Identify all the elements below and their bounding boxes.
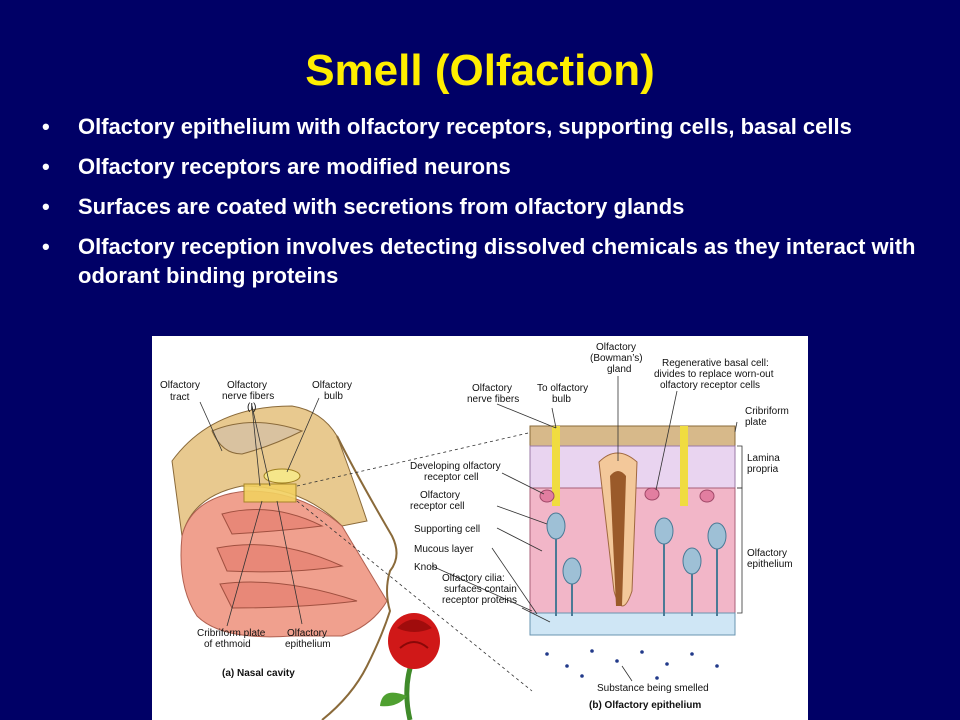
bullet-item: Olfactory receptors are modified neurons [40, 152, 920, 181]
svg-text:Olfactory cilia:: Olfactory cilia: [442, 573, 505, 584]
label-olfactory-cilia: Olfactory cilia: [442, 573, 505, 584]
svg-text:receptor cell: receptor cell [424, 472, 478, 483]
svg-text:of ethmoid: of ethmoid [204, 639, 251, 650]
svg-text:Cribriform: Cribriform [745, 406, 789, 417]
svg-text:Olfactory: Olfactory [312, 380, 352, 391]
label-nerve-fibers: Olfactory [472, 383, 512, 394]
label-bowmans-gland: Olfactory [596, 342, 636, 353]
epithelium-labels: Olfactory nerve fibers To olfactory bulb… [410, 342, 793, 711]
svg-text:Olfactory: Olfactory [287, 628, 327, 639]
svg-text:To olfactory: To olfactory [537, 383, 588, 394]
svg-text:olfactory receptor cells: olfactory receptor cells [660, 380, 760, 391]
label-mucous-layer: Mucous layer [414, 544, 474, 555]
bullet-list: Olfactory epithelium with olfactory rece… [40, 112, 920, 301]
label-supporting-cell: Supporting cell [414, 524, 480, 535]
svg-text:bulb: bulb [324, 391, 343, 402]
svg-text:propria: propria [747, 464, 779, 475]
svg-text:Olfactory: Olfactory [420, 490, 460, 501]
label-regenerative-basal-cell: Regenerative basal cell: [662, 358, 769, 369]
label-lamina-propria: Lamina [747, 453, 780, 464]
label-receptor-cell: Olfactory [420, 490, 460, 501]
caption-nasal-cavity: (a) Nasal cavity [222, 668, 295, 679]
svg-text:bulb: bulb [552, 394, 571, 405]
label-developing-receptor: Developing olfactory [410, 461, 501, 472]
olfaction-figure: Olfactory tract Olfactory nerve fibers (… [152, 336, 808, 720]
label-to-bulb: To olfactory [537, 383, 588, 394]
rose-image [380, 613, 440, 720]
svg-text:nerve fibers: nerve fibers [467, 394, 519, 405]
label-nasal-olfactory-epithelium: Olfactory [287, 628, 327, 639]
nasal-labels: Olfactory tract Olfactory nerve fibers (… [160, 380, 352, 679]
bullet-item: Olfactory reception involves detecting d… [40, 232, 920, 290]
label-olfactory-bulb: Olfactory [312, 380, 352, 391]
label-cribriform-plate: Cribriform [745, 406, 789, 417]
nasal-cavity-diagram [171, 397, 538, 720]
svg-text:(Bowman’s): (Bowman’s) [590, 353, 643, 364]
svg-text:nerve fibers: nerve fibers [222, 391, 274, 402]
label-olfactory-nerve-fibers: Olfactory [227, 380, 267, 391]
svg-text:receptor proteins: receptor proteins [442, 595, 517, 606]
svg-text:Olfactory: Olfactory [227, 380, 267, 391]
bullet-item: Surfaces are coated with secretions from… [40, 192, 920, 221]
svg-text:tract: tract [170, 392, 190, 403]
svg-text:(I): (I) [247, 402, 256, 413]
epithelium-diagram [431, 376, 743, 682]
svg-text:divides to replace worn-out: divides to replace worn-out [654, 369, 774, 380]
label-substance-smelled: Substance being smelled [597, 683, 709, 694]
svg-text:epithelium: epithelium [747, 559, 793, 570]
bullet-item: Olfactory epithelium with olfactory rece… [40, 112, 920, 141]
svg-text:epithelium: epithelium [285, 639, 331, 650]
svg-text:Olfactory: Olfactory [747, 548, 787, 559]
svg-text:Developing olfactory: Developing olfactory [410, 461, 501, 472]
label-cribriform-ethmoid: Cribriform plate [197, 628, 266, 639]
svg-text:Regenerative basal cell:: Regenerative basal cell: [662, 358, 769, 369]
label-olfactory-tract: Olfactory [160, 380, 200, 391]
label-knob: Knob [414, 562, 438, 573]
slide-title: Smell (Olfaction) [305, 46, 655, 95]
svg-text:Olfactory: Olfactory [472, 383, 512, 394]
olfaction-illustration: Olfactory tract Olfactory nerve fibers (… [160, 342, 793, 720]
svg-text:Cribriform plate: Cribriform plate [197, 628, 266, 639]
svg-text:gland: gland [607, 364, 631, 375]
svg-text:Lamina: Lamina [747, 453, 780, 464]
svg-text:Olfactory: Olfactory [596, 342, 636, 353]
svg-text:surfaces contain: surfaces contain [444, 584, 517, 595]
label-olfactory-epithelium: Olfactory [747, 548, 787, 559]
svg-text:Olfactory: Olfactory [160, 380, 200, 391]
svg-text:plate: plate [745, 417, 767, 428]
svg-text:receptor cell: receptor cell [410, 501, 464, 512]
caption-olfactory-epithelium: (b) Olfactory epithelium [589, 700, 701, 711]
